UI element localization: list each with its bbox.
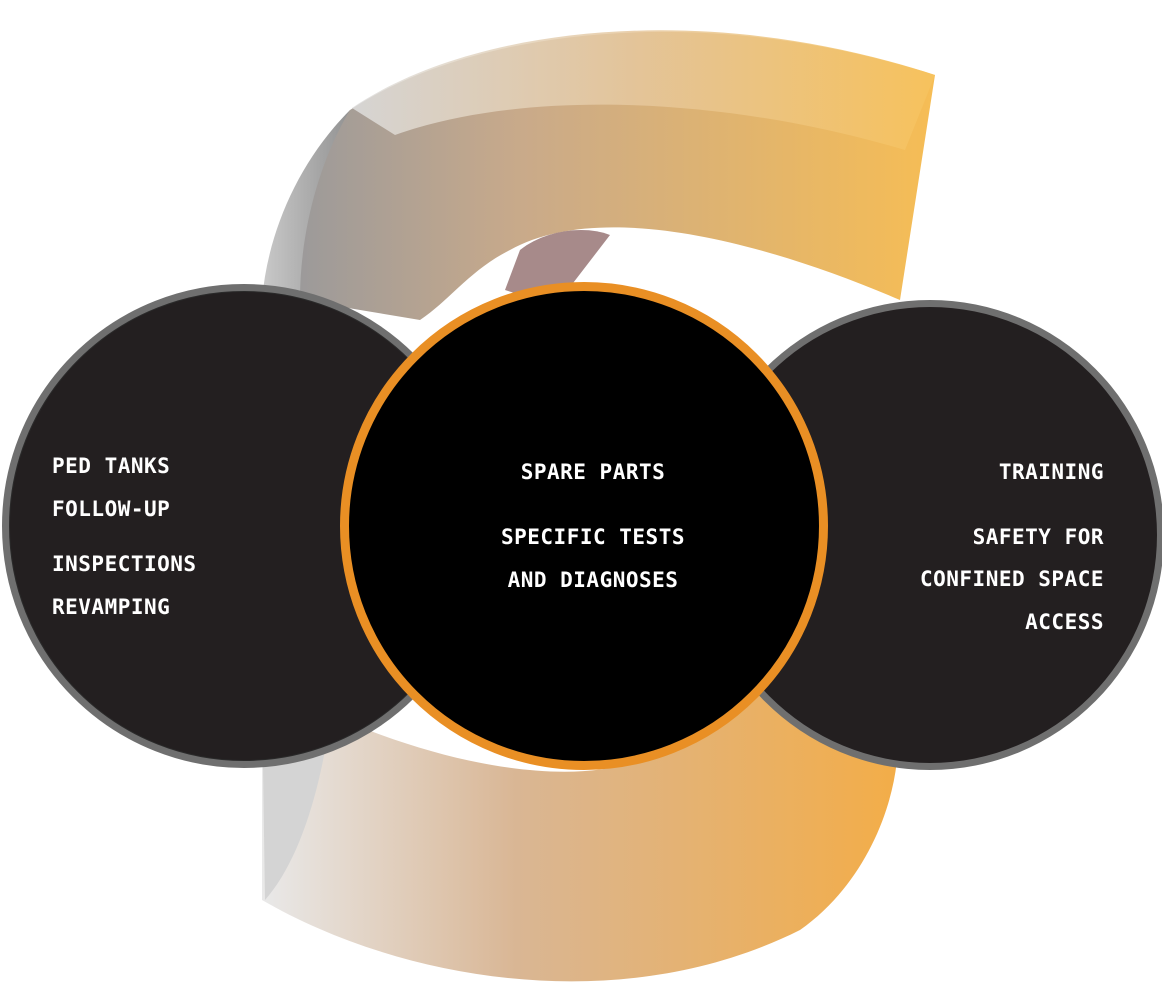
right-item-safety-for: SAFETY FOR — [972, 525, 1104, 549]
center-item-spare-parts: SPARE PARTS — [520, 460, 666, 484]
right-item-training: TRAINING — [998, 460, 1104, 484]
right-item-confined-space: CONFINED SPACE — [919, 567, 1104, 591]
left-item-ped-tanks: PED TANKS — [52, 454, 171, 478]
left-item-follow-up: FOLLOW-UP — [52, 497, 171, 521]
left-item-revamping: REVAMPING — [52, 595, 171, 619]
center-item-specific-tests: SPECIFIC TESTS — [500, 525, 685, 549]
left-item-inspections: INSPECTIONS — [52, 552, 197, 576]
center-item-and-diagnoses: AND DIAGNOSES — [507, 568, 679, 592]
center-service-circle — [340, 282, 828, 770]
right-item-access: ACCESS — [1025, 610, 1104, 634]
